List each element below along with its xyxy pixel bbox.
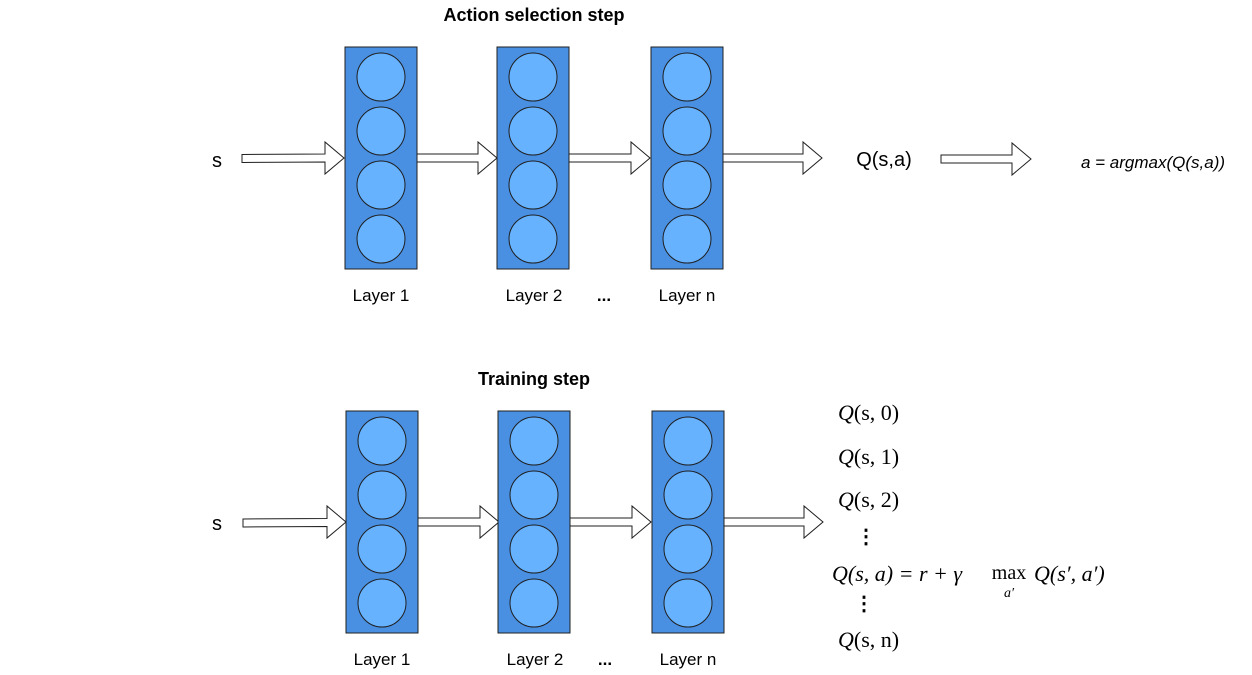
- action-selection-section: Action selection step s: [212, 5, 1225, 305]
- action-input-label: s: [212, 150, 222, 172]
- neuron: [357, 578, 407, 628]
- neuron: [663, 578, 713, 628]
- neuron: [509, 416, 559, 466]
- neuron: [509, 524, 559, 574]
- training-layer-2-label: Layer 2: [507, 650, 564, 669]
- neuron: [509, 578, 559, 628]
- bellman-equation: Q(s, a) = r + γ max a′ Q(s′, a′): [832, 561, 1105, 601]
- action-layer-n: [650, 46, 724, 270]
- q-output-n: Q(s, n): [838, 627, 899, 652]
- action-layer-2: [496, 46, 570, 270]
- neuron: [357, 416, 407, 466]
- neuron: [356, 106, 406, 156]
- q-output-1: Q(s, 1): [838, 444, 899, 469]
- training-layer-n-label: Layer n: [660, 650, 717, 669]
- bellman-max-subscript: a′: [1004, 586, 1015, 601]
- action-output-arrow: [722, 140, 823, 176]
- training-input-label: s: [212, 513, 222, 535]
- neuron: [356, 52, 406, 102]
- action-layer-2-label: Layer 2: [506, 286, 563, 305]
- neuron: [356, 160, 406, 210]
- neuron: [662, 106, 712, 156]
- training-layer-1-label: Layer 1: [354, 650, 411, 669]
- q-output-0: Q(s, 0): [838, 400, 899, 425]
- neuron: [508, 214, 558, 264]
- training-input-arrow: [242, 504, 347, 540]
- neuron: [356, 214, 406, 264]
- training-arrow-1-2: [417, 504, 500, 540]
- action-argmax-label: a = argmax(Q(s,a)): [1081, 153, 1225, 172]
- training-layer-n: [651, 410, 725, 634]
- neuron: [357, 524, 407, 574]
- training-arrow-2-n: [569, 504, 652, 540]
- action-input-arrow: [241, 140, 345, 176]
- action-step-title: Action selection step: [443, 5, 624, 25]
- neuron: [663, 524, 713, 574]
- neuron: [663, 470, 713, 520]
- action-result-arrow: [940, 141, 1032, 177]
- training-section: Training step s: [212, 369, 1105, 669]
- bellman-max: max: [992, 562, 1026, 584]
- neuron: [509, 470, 559, 520]
- neuron: [662, 160, 712, 210]
- action-layers-ellipsis: ...: [597, 286, 611, 305]
- action-arrow-2-n: [568, 140, 651, 176]
- bellman-rhs: Q(s′, a′): [1034, 561, 1105, 586]
- action-layer-1-label: Layer 1: [353, 286, 410, 305]
- training-step-title: Training step: [478, 369, 590, 389]
- action-layer-n-label: Layer n: [659, 286, 716, 305]
- neuron: [508, 106, 558, 156]
- neuron: [663, 416, 713, 466]
- training-layer-2: [497, 410, 571, 634]
- neuron: [508, 160, 558, 210]
- neuron: [357, 470, 407, 520]
- bellman-lhs: Q(s, a) = r + γ: [832, 561, 963, 586]
- action-layer-1: [344, 46, 418, 270]
- neuron: [508, 52, 558, 102]
- training-layers-ellipsis: ...: [598, 650, 612, 669]
- training-output-arrow: [723, 504, 824, 540]
- neuron: [662, 214, 712, 264]
- q-vdots-2: ⋮: [854, 593, 874, 615]
- neuron: [662, 52, 712, 102]
- training-layer-1: [345, 410, 419, 634]
- action-q-output-label: Q(s,a): [856, 149, 912, 171]
- q-output-2: Q(s, 2): [838, 487, 899, 512]
- action-arrow-1-2: [416, 140, 498, 176]
- q-vdots-1: ⋮: [856, 526, 876, 548]
